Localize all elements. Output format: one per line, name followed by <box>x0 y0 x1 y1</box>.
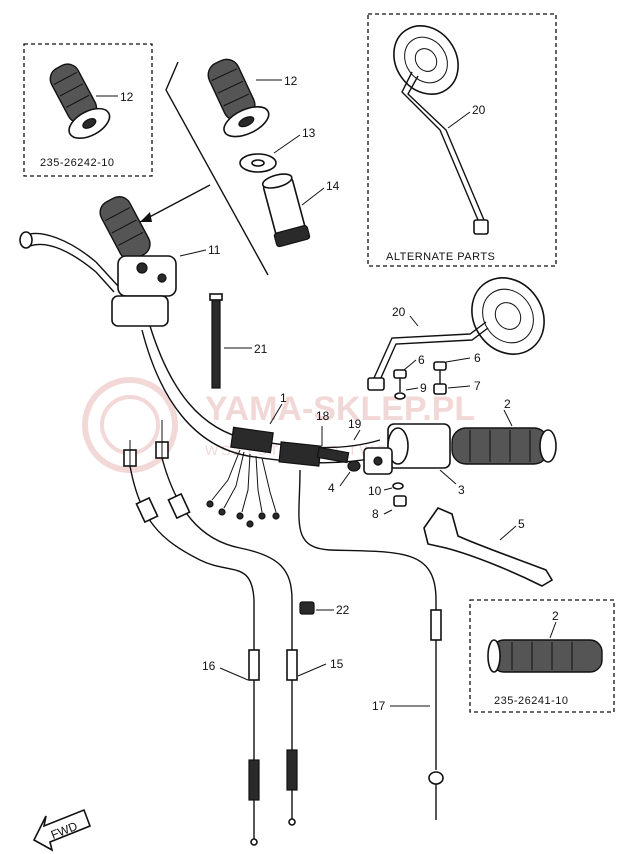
cable-routing <box>129 457 437 770</box>
lever-holder-clamp: 18 19 4 10 8 <box>316 409 407 521</box>
left-grip-alternate-box: 12 235-26242-10 <box>23 43 153 177</box>
left-lever-assembly: 11 <box>19 195 221 327</box>
callout-6a: 6 <box>418 353 425 367</box>
part-16-cable: 16 <box>202 649 260 846</box>
callout-12: 12 <box>284 74 298 88</box>
callout-19: 19 <box>348 417 362 431</box>
mounting-screws: 6 6 9 7 <box>393 351 481 400</box>
part-5-brake-lever: 5 <box>423 507 554 587</box>
callout-7: 7 <box>474 379 481 393</box>
callout-17: 17 <box>372 699 386 713</box>
callout-20-box: 20 <box>472 103 486 117</box>
right-control-assembly: 2 3 <box>387 397 557 497</box>
callout-5: 5 <box>518 517 525 531</box>
callout-12-box: 12 <box>120 90 134 104</box>
callout-3: 3 <box>458 483 465 497</box>
callout-8: 8 <box>372 507 379 521</box>
callout-10: 10 <box>368 484 382 498</box>
part-15-cable: 15 <box>286 649 344 826</box>
part-14-throttle-tube: 14 <box>261 173 340 248</box>
watermark-text: YAMA-SKLEP.PL <box>205 390 475 428</box>
callout-1: 1 <box>280 391 287 405</box>
fwd-arrow-icon: FWD <box>32 808 92 852</box>
alternate-parts-label: ALTERNATE PARTS <box>386 251 495 263</box>
wire-harness <box>206 449 280 528</box>
part-22-clamp: 22 <box>299 601 350 617</box>
callout-4: 4 <box>328 481 335 495</box>
callout-22: 22 <box>336 603 350 617</box>
callout-20: 20 <box>392 305 406 319</box>
callout-21: 21 <box>254 342 268 356</box>
callout-16: 16 <box>202 659 216 673</box>
part-21-cable-tie: 21 <box>209 293 268 389</box>
callout-11: 11 <box>208 243 221 257</box>
part-12-grip: 12 <box>207 58 298 138</box>
callout-9: 9 <box>420 381 427 395</box>
right-grip-part-number: 235-26241-10 <box>494 695 569 707</box>
callout-14: 14 <box>326 179 340 193</box>
callout-15: 15 <box>330 657 344 671</box>
callout-2-box: 2 <box>552 609 559 623</box>
callout-18: 18 <box>316 409 330 423</box>
part-1-handlebar: 1 <box>141 325 387 467</box>
part-17-cable: 17 <box>372 609 444 820</box>
right-grip-alternate-box: 2 235-26241-10 <box>469 599 615 713</box>
part-13-washer: 13 <box>239 126 316 173</box>
part-20-mirror: 20 <box>367 277 545 391</box>
left-grip-part-number: 235-26242-10 <box>40 157 115 169</box>
callout-2: 2 <box>504 397 511 411</box>
callout-6b: 6 <box>474 351 481 365</box>
alternate-parts-box: 20 ALTERNATE PARTS <box>367 13 557 267</box>
callout-13: 13 <box>302 126 316 140</box>
